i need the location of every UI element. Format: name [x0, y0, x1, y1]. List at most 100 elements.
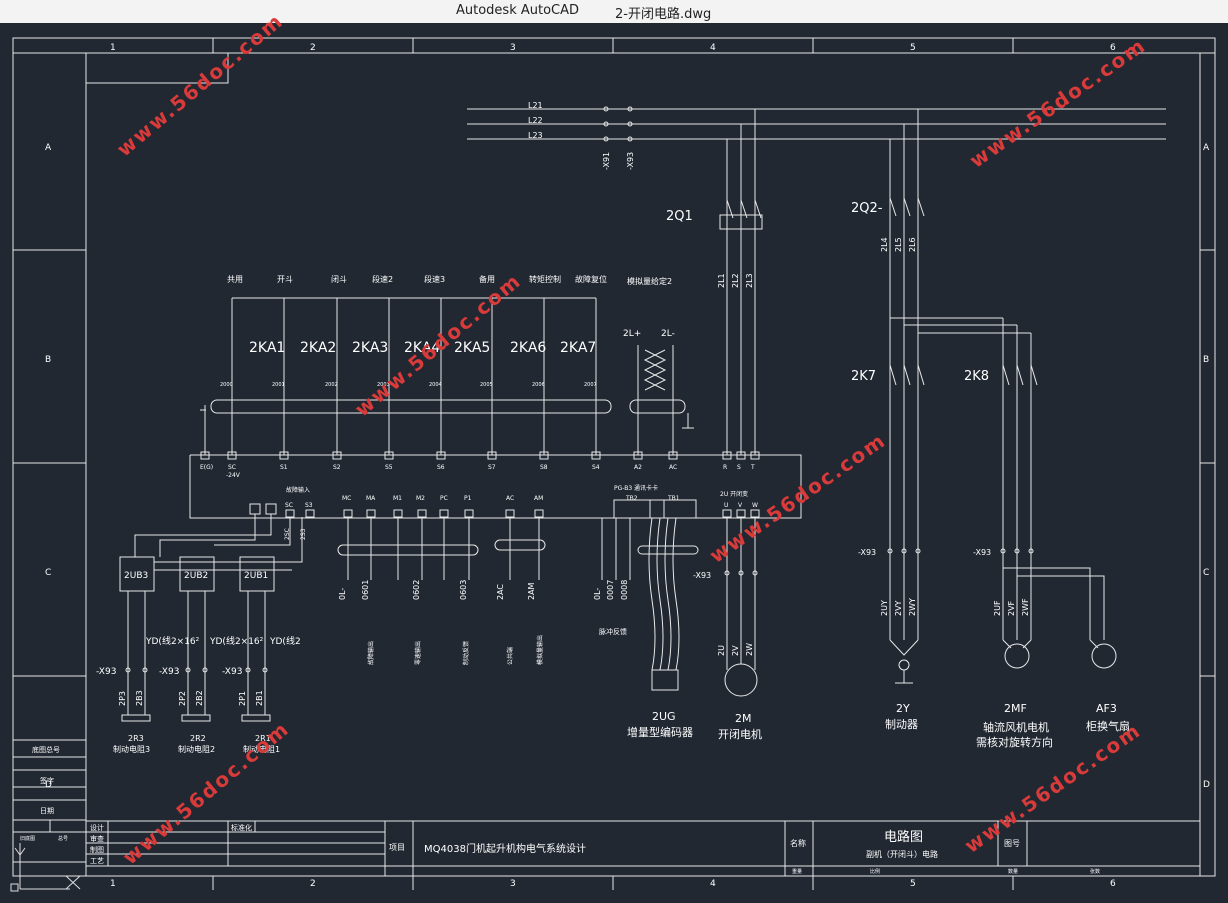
in-label-8: 模拟量给定2: [627, 276, 672, 286]
res-2r2-desc: 制动电阻2: [178, 744, 215, 754]
relay-2ka3: 2KA3: [352, 340, 388, 356]
footer-qty: 数量: [1008, 868, 1018, 875]
schematic: [12, 37, 1216, 890]
io-m2: M2: [416, 495, 425, 502]
in-label-4: 段速3: [424, 274, 445, 284]
brk-x93-1: -X93: [222, 667, 242, 677]
term-ac: AC: [669, 464, 677, 471]
res-2r1: 2R1: [255, 734, 271, 743]
row-label-d-r: D: [1203, 780, 1210, 790]
relay-2ka4: 2KA4: [404, 340, 440, 356]
term-s5: S5: [385, 464, 393, 471]
wire-2uy: 2UY: [880, 600, 889, 616]
wire-2006: 2006: [532, 382, 545, 388]
drawing-name: 电路图: [884, 829, 923, 845]
func-fault: 故障输出: [367, 641, 375, 665]
terminal-boxes: [200, 451, 760, 460]
out-label: 2U 开闭变: [720, 490, 748, 498]
wire-2004: 2004: [429, 382, 442, 388]
side-sign: 签字: [40, 776, 54, 785]
bus-lines: [467, 106, 1166, 142]
breaker-2q2: 2Q2-: [851, 201, 883, 216]
wire-2003: 2003: [377, 382, 390, 388]
wire-0007: 0007: [606, 580, 615, 600]
motor-id: 2M: [735, 712, 752, 725]
relay-2ka1: 2KA1: [249, 340, 285, 356]
wire-2l5: 2L5: [894, 237, 903, 252]
res-2r3: 2R3: [128, 734, 144, 743]
brk-term-sc: SC: [285, 502, 293, 509]
io-am: AM: [534, 495, 543, 502]
io-m1: M1: [393, 495, 402, 502]
relay-2ka5: 2KA5: [454, 340, 490, 356]
wire-2l4: 2L4: [880, 237, 889, 252]
func-brake: 制动反馈: [462, 641, 470, 665]
fan-id: 2MF: [1004, 702, 1027, 715]
role-draft: 制图: [90, 845, 104, 854]
func-zero: 零速输出: [414, 641, 422, 665]
in-label-5: 备用: [479, 274, 495, 284]
io-ac: AC: [506, 495, 514, 502]
io-pc: PC: [440, 495, 448, 502]
col-label-3b: 3: [510, 879, 516, 889]
motor-symbols: [651, 580, 1117, 697]
wire-2b1: 2B1: [255, 690, 264, 706]
term-24v: -24V: [226, 472, 241, 479]
side-total: 总号: [58, 835, 68, 842]
io-ma: MA: [366, 495, 376, 502]
q1-wires: [719, 109, 763, 455]
term-r: R: [723, 464, 727, 471]
term-sc: SC: [228, 464, 236, 471]
title-bar: Autodesk AutoCAD 2-开闭电路.dwg: [0, 0, 1228, 23]
term-s: S: [737, 464, 741, 471]
out-v: V: [738, 502, 743, 509]
std-label: 标准化: [231, 823, 252, 832]
in-label-0: 共用: [227, 275, 243, 284]
wire-2b3: 2B3: [135, 690, 144, 706]
term-s7: S7: [488, 464, 496, 471]
pulse-feedback: 脉冲反馈: [599, 627, 627, 636]
wire-2001: 2001: [272, 382, 285, 388]
wire-2w: 2W: [745, 643, 754, 656]
term-eg: E(G): [200, 464, 213, 471]
unit-2ub3: 2UB3: [124, 571, 148, 581]
drawing-canvas[interactable]: 1 2 3 4 5 6 1 2 3 4 5 6 A B C D A B C D …: [0, 8, 1228, 898]
brake-id: 2Y: [896, 702, 910, 715]
tb2: TB2: [625, 495, 638, 502]
col-label-4: 4: [710, 43, 716, 53]
wire-0l-a: 0L-: [338, 588, 347, 600]
project-title: MQ4038门机起升机构电气系统设计: [424, 842, 586, 855]
motor-desc: 开闭电机: [718, 727, 762, 741]
column-grid: [212, 38, 1014, 890]
side-old-base: 旧底图: [20, 835, 35, 842]
term-a2: A2: [634, 464, 642, 471]
role-design: 设计: [90, 823, 104, 832]
wire-2l2: 2L2: [731, 273, 740, 288]
wire-0l-b: 0L-: [593, 588, 602, 600]
term-s1: S1: [280, 464, 288, 471]
side-base-no: 底图总号: [32, 745, 60, 754]
row-label-a: A: [45, 143, 52, 153]
term-s8: S8: [540, 464, 548, 471]
file-name: 2-开闭电路.dwg: [615, 7, 712, 22]
col-label-4b: 4: [710, 879, 716, 889]
bus-l23: L23: [528, 131, 543, 140]
term-s2: S2: [333, 464, 341, 471]
breaker-2q1: 2Q1: [666, 209, 693, 224]
term-t: T: [750, 464, 755, 471]
analog-minus: 2L-: [661, 329, 675, 339]
row-label-b-r: B: [1203, 355, 1209, 365]
col-label-1: 1: [110, 43, 116, 53]
col-label-2b: 2: [310, 879, 316, 889]
wire-2005: 2005: [480, 382, 493, 388]
wire-2002: 2002: [325, 382, 338, 388]
footer-weight: 重量: [792, 868, 802, 875]
cable-3: YD(线2×16²: [145, 635, 200, 647]
motor-x93: -X93: [693, 571, 711, 580]
res-2r1-desc: 制动电阻1: [243, 744, 280, 754]
fault-input: 故障输入: [286, 486, 310, 494]
col-label-5b: 5: [910, 879, 916, 889]
pg-card: PG-B3 通讯卡卡: [614, 484, 658, 492]
fan-desc: 轴流风机电机: [983, 720, 1049, 734]
in-label-7: 故障复位: [575, 274, 607, 284]
